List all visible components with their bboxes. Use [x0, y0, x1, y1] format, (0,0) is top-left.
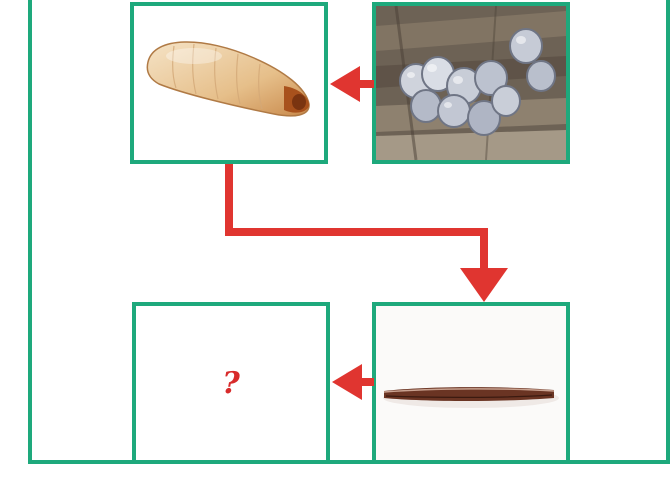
- arrow-head-left-2-icon: [332, 364, 362, 400]
- arrow-shaft-eggs-to-larva: [358, 80, 374, 88]
- arrow-head-down-icon: [460, 268, 508, 302]
- arrow-shaft-down-2: [480, 228, 488, 270]
- arrow-shaft-down: [225, 164, 233, 236]
- arrow-head-left-icon: [330, 66, 360, 102]
- arrow-shaft-right: [225, 228, 488, 236]
